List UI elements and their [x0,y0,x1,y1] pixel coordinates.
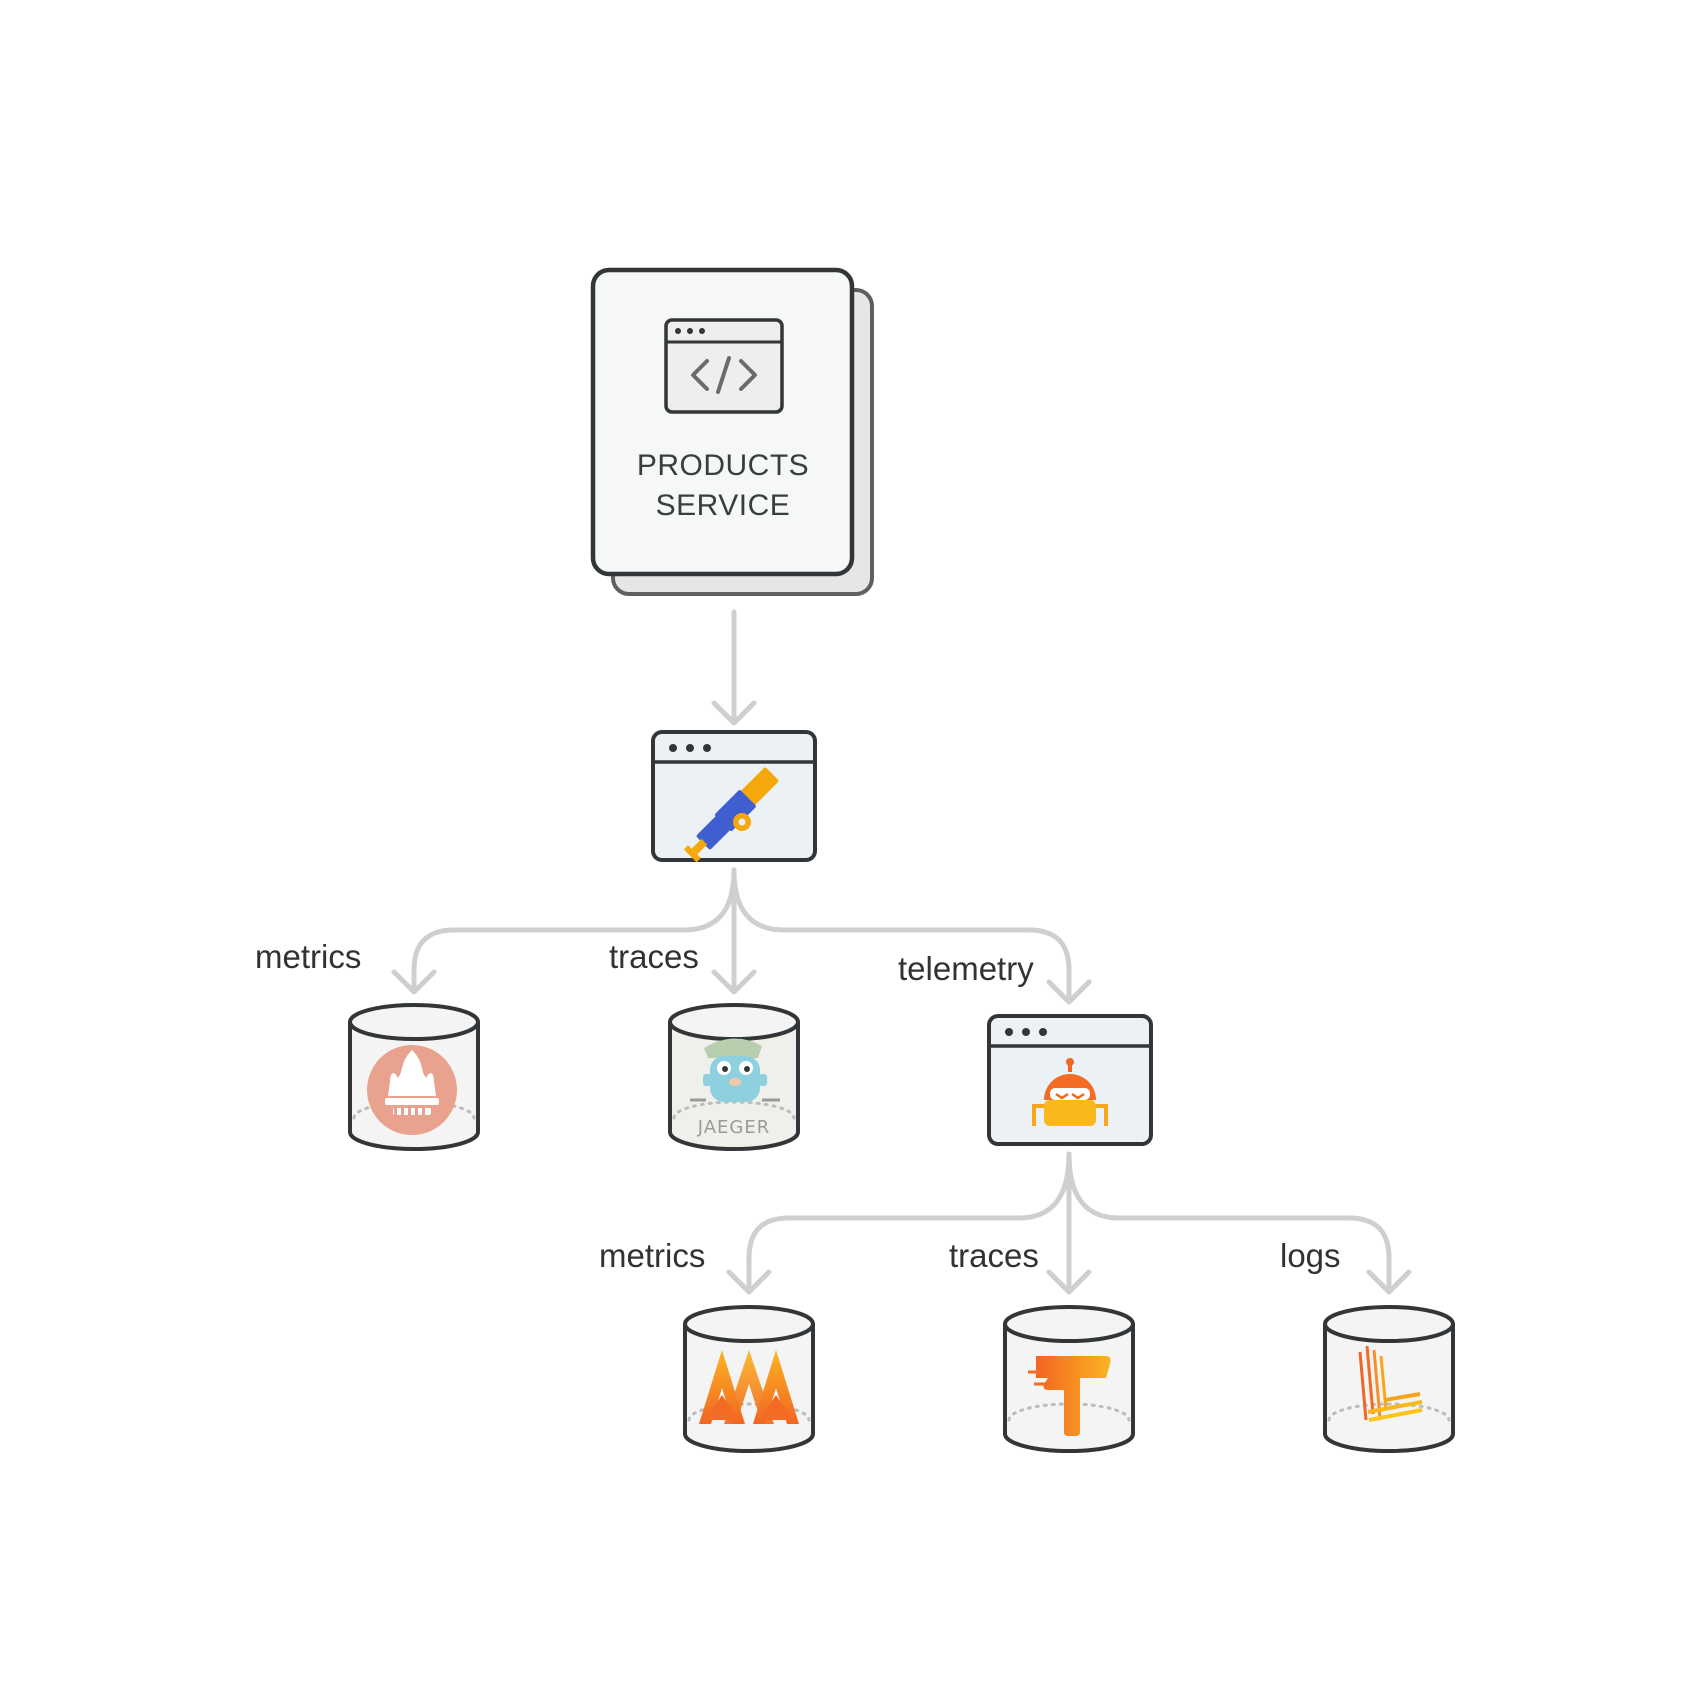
products-service-node[interactable]: PRODUCTS SERVICE [590,267,874,596]
edge-label-metrics-upper: metrics [255,938,361,975]
edge-label-logs: logs [1280,1237,1341,1274]
jaeger-wordmark: JAEGER [697,1117,771,1138]
service-label-line1: PRODUCTS [637,449,809,482]
mimir-db[interactable] [683,1305,815,1453]
tempo-db[interactable] [1003,1305,1135,1453]
loki-db[interactable] [1323,1305,1455,1453]
robot-icon [1032,1058,1108,1126]
arrow-collector-branches [391,867,1092,1005]
collector-node[interactable] [651,730,817,864]
service-label-line2: SERVICE [656,489,791,522]
prometheus-db[interactable] [348,1003,480,1151]
edge-label-traces-upper: traces [609,938,699,975]
prometheus-icon [367,1045,457,1135]
mimir-icon [699,1350,799,1424]
agent-node[interactable] [987,1014,1153,1146]
tempo-icon [1028,1356,1111,1436]
edge-label-telemetry: telemetry [898,950,1034,987]
jaeger-gopher-icon [690,1038,780,1102]
arrow-service-to-collector [711,609,757,726]
edge-label-traces-lower: traces [949,1237,1039,1274]
telescope-icon [683,767,779,863]
edge-label-metrics-lower: metrics [599,1237,705,1274]
loki-icon [1358,1345,1423,1422]
jaeger-db[interactable]: JAEGER [668,1003,800,1151]
code-window-icon [664,318,784,414]
arrow-agent-branches [726,1151,1412,1295]
